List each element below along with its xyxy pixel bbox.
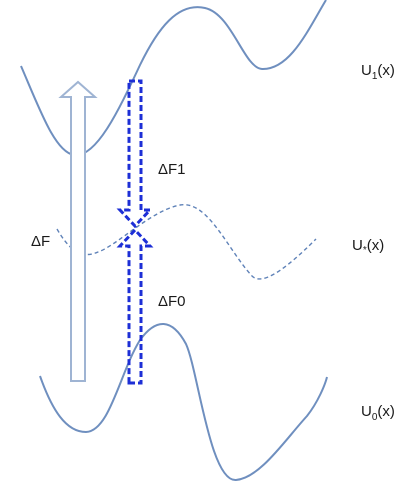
u1-label-tail: (x) — [377, 62, 395, 79]
delta-f1-arrow — [116, 79, 154, 229]
ustar-label-tail: (x) — [367, 237, 385, 254]
u0-label-sub: 0 — [372, 412, 378, 423]
u1-label: U1(x) — [361, 62, 395, 82]
u0-label: U0(x) — [361, 403, 395, 423]
u0-curve — [39, 323, 328, 482]
delta-f0-label: ΔF0 — [158, 293, 186, 310]
ustar-label-main: U — [352, 237, 363, 254]
u1-label-main: U — [361, 62, 372, 79]
delta-f0-arrow — [116, 227, 154, 385]
delta-f-arrow — [58, 80, 98, 382]
delta-f1-label: ΔF1 — [158, 161, 186, 178]
delta-f-label: ΔF — [31, 233, 50, 250]
u0-label-tail: (x) — [377, 403, 395, 420]
ustar-label: U*(x) — [352, 237, 384, 256]
u0-label-main: U — [361, 403, 372, 420]
u1-curve — [20, 0, 327, 157]
ustar-label-sub: * — [363, 245, 367, 256]
ustar-curve — [56, 204, 317, 280]
u1-label-sub: 1 — [372, 71, 378, 82]
